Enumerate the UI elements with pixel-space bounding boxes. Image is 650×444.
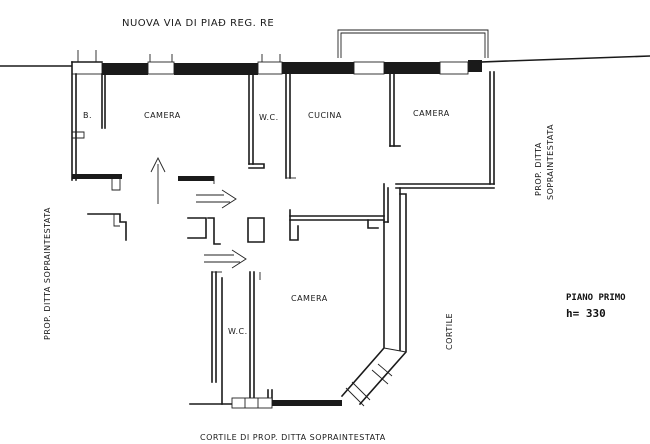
bottom-courtyard-label: CORTILE DI PROP. DITTA SOPRAINTESTATA <box>200 433 386 442</box>
top-balcony <box>337 29 489 58</box>
facade-line <box>0 55 650 67</box>
floor-height: h= 330 <box>566 307 606 320</box>
left-side-label: PROP. DITTA SOPRAINTESTATA <box>43 207 52 340</box>
bottom-rooms-walls <box>211 271 273 405</box>
left-outer-wall <box>71 61 215 191</box>
floor-title: PIANO PRIMO <box>566 293 626 303</box>
entrance-arrow-right-2 <box>204 249 247 269</box>
right-side-label-line2: SOPRAINTESTATA <box>546 124 555 200</box>
kitchen-walls <box>389 73 401 147</box>
camera-top-walls <box>248 73 265 169</box>
room-label-b: B. <box>83 111 92 120</box>
room-label-camera-right: CAMERA <box>413 109 450 118</box>
hall-walls <box>87 183 389 245</box>
right-angled-wall <box>340 187 407 407</box>
entrance-arrow-up <box>150 156 166 204</box>
street-label: NUOVA VIA DI PIAÐ REG. RE <box>122 18 274 29</box>
bathroom-b-walls <box>72 73 106 139</box>
room-label-kitchen: CUCINA <box>308 111 342 120</box>
room-label-camera-top: CAMERA <box>144 111 181 120</box>
bottom-outer-wall <box>189 397 342 409</box>
wc-top-walls <box>285 73 296 179</box>
right-outer-wall <box>395 71 495 189</box>
room-label-wc-top: W.C. <box>259 113 279 122</box>
room-label-camera-bottom: CAMERA <box>291 294 328 303</box>
courtyard-label: CORTILE <box>445 313 454 350</box>
room-label-wc-bottom: W.C. <box>228 327 248 336</box>
entrance-arrow-right-1 <box>196 189 237 209</box>
top-outer-wall <box>71 50 482 75</box>
right-side-label-line1: PROP. DITTA <box>534 142 543 196</box>
